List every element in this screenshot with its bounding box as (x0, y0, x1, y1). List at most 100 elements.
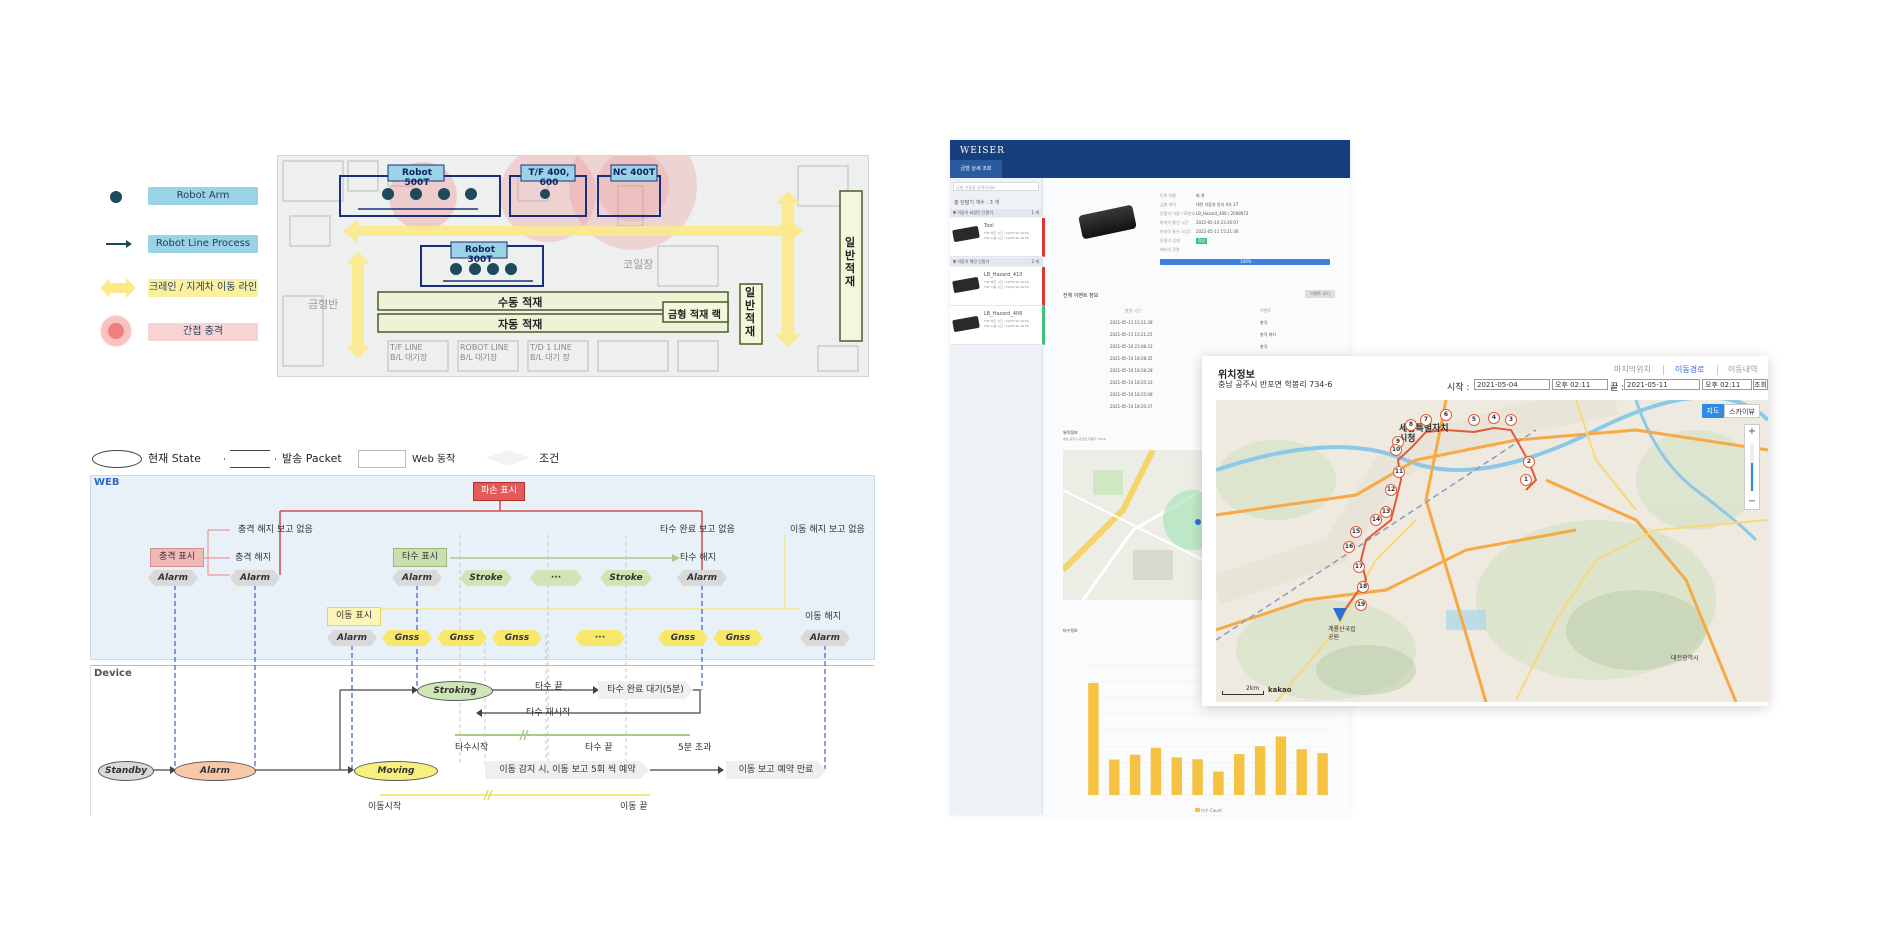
stroke-start-label: 타수시작 (455, 743, 489, 753)
route-marker[interactable]: 18 (1357, 581, 1369, 593)
chart-legend-label: 타수 Count (1201, 808, 1222, 813)
group1-header[interactable]: ▼ 이동이 되었던 단말기 1 개 (950, 209, 1042, 217)
route-marker[interactable]: 8 (1405, 419, 1417, 431)
map-type-button[interactable]: 지도 (1702, 404, 1724, 418)
route-marker[interactable]: 11 (1393, 466, 1405, 478)
detail-value: LB_Hazard_406 / 2008973 (1196, 211, 1249, 216)
search-input[interactable]: 금형 이름을 입력하세요 (953, 182, 1039, 191)
brand-logo: WEISER (960, 146, 1005, 156)
scale-label: 2km (1246, 685, 1260, 692)
route-marker[interactable]: 12 (1385, 484, 1397, 496)
end-time-input[interactable]: 오후 02:11 (1702, 379, 1752, 390)
route-marker[interactable]: 6 (1440, 409, 1452, 421)
device-line2: TILT 시동 시간 : 22/05/10 16:56 (984, 236, 1029, 240)
tab-detail[interactable]: 금형 상세 조회 (950, 160, 1002, 178)
start-date-input[interactable]: 2021-05-04 (1474, 379, 1550, 390)
device-photo (1078, 204, 1137, 240)
route-marker[interactable]: 14 (1370, 514, 1382, 526)
device-line2: TILT 시동 시간 : 22/05/10 16:56 (984, 324, 1029, 328)
state-legend-label: 현재 State (148, 452, 201, 465)
route-marker[interactable]: 10 (1390, 444, 1402, 456)
stroke-display-box: 타수 표시 (393, 548, 447, 567)
factory-legend: Robot Arm Robot Line Process 크레인 / 지게차 이… (100, 185, 270, 347)
route-marker[interactable]: 16 (1343, 541, 1355, 553)
gnss-packet-4: Gnss (658, 630, 708, 646)
zoom-out-button[interactable]: − (1747, 496, 1757, 507)
route-marker[interactable]: 5 (1468, 414, 1480, 426)
move-no-report-label: 이동 해지 보고 없음 (790, 525, 865, 535)
bg-label-tf: T/F LINE B/L 대기장 (390, 343, 428, 362)
route-marker[interactable]: 7 (1420, 414, 1432, 426)
event-time: 2021-05-10 18:28:35 (1110, 356, 1153, 361)
event-button[interactable]: 이벤트 보기 (1305, 290, 1335, 298)
chart-bar (1213, 771, 1224, 795)
route-marker[interactable]: 17 (1353, 561, 1365, 573)
chart-legend-swatch (1195, 808, 1200, 812)
stroke-release-label: 타수 해지 (680, 553, 716, 563)
event-time: 2021-05-11 15:21:25 (1110, 332, 1153, 337)
mini-map[interactable] (1063, 450, 1203, 600)
impact-release-label: 충격 해지 (235, 553, 271, 563)
device-name: LB_Hazard_406 (984, 311, 1023, 317)
tab-last-location[interactable]: 마지막위치 (1614, 365, 1651, 374)
device-card-3[interactable]: LB_Hazard_406 TILT 체크 시간 : 22/05/10 16:5… (950, 306, 1045, 345)
impact-display-box: 충격 표시 (150, 548, 204, 567)
start-time-input[interactable]: 오후 02:11 (1552, 379, 1608, 390)
event-type: 충격 해지 (1260, 332, 1276, 337)
detail-value: 2022-05-10 23:26:07 (1196, 220, 1239, 225)
bg-label-td: T/D 1 LINE B/L 대기 장 (530, 343, 572, 362)
group2-header[interactable]: ▼ 이동이 해진 단말기 2 개 (950, 258, 1042, 266)
skyview-button[interactable]: 스카이뷰 (1724, 404, 1760, 418)
detail-key: 마지막 통신 시간 (1160, 220, 1189, 225)
move-start-label: 이동시작 (368, 802, 402, 812)
event-col-event: 이벤트 (1260, 308, 1272, 313)
route-marker[interactable]: 19 (1355, 599, 1367, 611)
battery-label: 100% (1240, 259, 1252, 264)
route-marker[interactable]: 13 (1380, 506, 1392, 518)
route-marker[interactable]: 4 (1488, 412, 1500, 424)
event-time: 2021-05-10 18:28:28 (1110, 368, 1153, 373)
packet-shape-icon (224, 450, 276, 468)
factory-map: Robot 500T T/F 400, 600 NC 400T Robot 30… (277, 155, 869, 377)
stroke-packet-1: Stroke (460, 570, 512, 586)
detail-value: 2022-05-11 15:21:36 (1196, 229, 1239, 234)
route-marker[interactable]: 3 (1505, 414, 1517, 426)
factory-floorplan (282, 156, 863, 372)
device-card-2[interactable]: LB_Hazard_410 TILT 체크 시간 : 22/05/10 16:5… (950, 267, 1045, 306)
move-end-label: 이동 끝 (620, 802, 648, 812)
alarm-packet-4: Alarm (677, 570, 727, 586)
chart-legend: 타수 Count (1195, 808, 1222, 814)
detail-value: 회 관 (1196, 193, 1205, 198)
loc-sub-small: 충남 공주시 반포면 학봉리 734-6 (1063, 437, 1106, 441)
end-date-input[interactable]: 2021-05-11 (1624, 379, 1700, 390)
device-card-1[interactable]: Tool TILT 체크 시간 : 22/05/10 16:56 TILT 시동… (950, 218, 1045, 257)
total-devices: 총 단말기 개수 : 3 개 (954, 200, 1000, 206)
move-detect-box: 이동 감지 시, 이동 보고 5회 씩 예약 (485, 761, 650, 779)
legend-impact: 간접 충격 (148, 323, 258, 341)
device-sidebar: 금형 이름을 입력하세요 총 단말기 개수 : 3 개 ▼ 이동이 되었던 단말… (950, 178, 1045, 815)
query-button[interactable]: 조회 (1753, 379, 1768, 390)
legend-robot-arm: Robot Arm (148, 187, 258, 205)
zoom-control: + − (1744, 424, 1760, 510)
start-label: 시작 : (1447, 383, 1470, 393)
web-shape-icon (358, 450, 406, 468)
detail-key: 단위 이름 (1160, 193, 1176, 198)
zoom-in-button[interactable]: + (1747, 426, 1757, 437)
battery-bar: 100% (1160, 259, 1330, 265)
route-marker[interactable]: 15 (1350, 526, 1362, 538)
event-title: 전체 이벤트 정보 (1063, 293, 1099, 299)
route-marker[interactable]: 1 (1520, 474, 1532, 486)
event-col-time: 발생 시간 (1125, 308, 1141, 313)
dots-packet-2: ··· (575, 630, 625, 646)
alarm-packet-2: Alarm (230, 570, 280, 586)
route-marker[interactable]: 2 (1523, 456, 1535, 468)
event-time: 2021-05-10 18:25:33 (1110, 380, 1153, 385)
chart-bar (1192, 759, 1203, 795)
move-report-done-box: 이동 보고 예약 만료 (726, 761, 826, 779)
tab-history[interactable]: 이동내역 (1728, 365, 1758, 374)
device-line1: TILT 체크 시간 : 22/05/10 16:56 (984, 231, 1029, 235)
event-time: 2021-05-10 18:25:08 (1110, 392, 1153, 397)
device-image (952, 276, 980, 294)
tab-route[interactable]: 이동경로 (1675, 365, 1705, 374)
